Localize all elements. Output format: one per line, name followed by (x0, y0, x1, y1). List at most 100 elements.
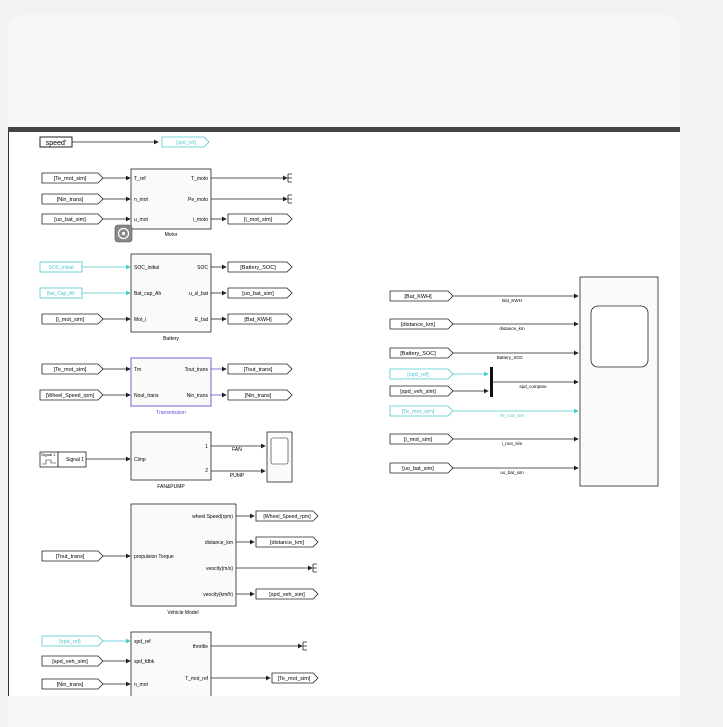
goto-block-spd-veh-sim[interactable]: [spd_veh_sim] (255, 588, 319, 600)
svg-text:T_moto: T_moto (191, 176, 208, 182)
constant-soc-initial[interactable]: SOC_initial (39, 261, 83, 273)
signal-builder-block[interactable]: Signal 1 Signal 1 (39, 451, 87, 468)
from-block-spd-veh-sim[interactable]: [spd_veh_sim] (41, 655, 104, 667)
svg-text:Nout_trans: Nout_trans (134, 393, 159, 399)
svg-text:[uo_bat_sim]: [uo_bat_sim] (242, 291, 274, 297)
svg-text:throttle: throttle (193, 644, 209, 650)
fan-pump-block[interactable]: Clmp 1 2 FAN&PUMP (130, 431, 212, 490)
svg-text:Nin_trans: Nin_trans (187, 393, 209, 399)
svg-text:veocity(km/h): veocity(km/h) (203, 592, 233, 598)
signal-label: distance_km (499, 326, 525, 331)
battery-block[interactable]: SOC_initial Bat_cap_Ah Mot_i SOC u_sl_ba… (130, 253, 212, 342)
terminator-icon (287, 194, 292, 204)
signal-label-pump: PUMP (230, 473, 245, 479)
svg-text:u_mot: u_mot (134, 217, 149, 223)
scope-from-battery-soc[interactable]: [Battery_SOC] (389, 347, 454, 359)
from-block-nin-trans[interactable]: [Nin_trans] (41, 193, 104, 205)
svg-text:Vehicle Model: Vehicle Model (167, 610, 198, 616)
signal-label: uo_bat_sim (500, 470, 524, 475)
svg-text:Tout_trans: Tout_trans (185, 367, 209, 373)
goto-block-tout-trans[interactable]: [Tout_trans] (227, 363, 293, 375)
svg-text:n_mot: n_mot (134, 682, 149, 688)
svg-text:SOC_initial: SOC_initial (134, 265, 159, 271)
svg-text:[uo_bat_sim]: [uo_bat_sim] (54, 217, 86, 223)
svg-text:i_moto: i_moto (193, 217, 208, 223)
svg-text:[distance_km]: [distance_km] (401, 322, 435, 328)
svg-text:[Nin_trans]: [Nin_trans] (245, 393, 272, 399)
scope-from-i-mot-sim[interactable]: [i_mot_sim] (389, 433, 454, 445)
goto-block-i-mot-sim[interactable]: [i_mot_sim] (227, 213, 293, 225)
svg-text:[i_mot_sim]: [i_mot_sim] (404, 437, 433, 443)
svg-text:Motor: Motor (165, 232, 178, 238)
transmission-block[interactable]: Tm Nout_trans Tout_trans Nin_trans Trans… (130, 357, 212, 416)
from-block-nin-trans-3[interactable]: [Nin_trans] (41, 678, 104, 690)
svg-text:Bat_Cap_Ah: Bat_Cap_Ah (47, 291, 76, 297)
svg-text:spd_ref: spd_ref (134, 639, 151, 645)
svg-text:[spd_ref]: [spd_ref] (59, 639, 81, 645)
simulink-diagram: speed' [spd_ref] [Te_mot_sim] [Nin_trans… (39, 136, 659, 696)
svg-text:[Wheel_Speed_rpm]: [Wheel_Speed_rpm] (46, 393, 95, 399)
goto-block-uo-bat-sim[interactable]: [uo_bat_sim] (227, 287, 293, 299)
from-block-tout-trans[interactable]: [Tout_trans] (41, 550, 104, 562)
scope-block-small[interactable] (266, 431, 293, 483)
svg-text:FAN&PUMP: FAN&PUMP (157, 484, 185, 490)
mux-block[interactable] (490, 367, 493, 397)
signal-label: Bat_KWH (502, 298, 522, 303)
svg-text:[Tout_trans]: [Tout_trans] (56, 554, 85, 560)
goto-block-bat-kwh[interactable]: [Bat_KWH] (227, 313, 293, 325)
canvas-left-border (8, 132, 9, 696)
from-block-speed[interactable]: speed' (39, 136, 73, 148)
svg-text:[Bat_KWH]: [Bat_KWH] (244, 317, 272, 323)
terminator-icon (287, 173, 292, 183)
svg-text:[Te_mot_sim]: [Te_mot_sim] (278, 676, 311, 682)
svg-text:[Tout_trans]: [Tout_trans] (244, 367, 273, 373)
svg-text:SOC: SOC (197, 265, 208, 271)
svg-text:Battery: Battery (163, 336, 179, 342)
goto-block-spd-ref[interactable]: [spd_ref] (161, 136, 210, 148)
from-block-spd-ref[interactable]: [spd_ref] (41, 635, 104, 647)
svg-text:T_mot_ref: T_mot_ref (185, 676, 208, 682)
svg-text:Pe_moto: Pe_moto (188, 197, 208, 203)
goto-block-battery-soc[interactable]: [Battery_SOC] (227, 261, 293, 273)
svg-text:2: 2 (205, 468, 208, 474)
svg-text:[i_mot_sim]: [i_mot_sim] (244, 217, 273, 223)
motor-block[interactable]: T_ref n_mot u_mot T_moto Pe_moto i_moto … (130, 168, 212, 238)
constant-bat-cap-ah[interactable]: Bat_Cap_Ah (39, 287, 83, 299)
scope-from-distance-km[interactable]: [distance_km] (389, 318, 454, 330)
svg-text:[Battery_SOC]: [Battery_SOC] (400, 351, 436, 357)
svg-text:1: 1 (205, 444, 208, 450)
from-block-i-mot-sim[interactable]: [i_mot_sim] (41, 313, 104, 325)
svg-text:[Battery_SOC]: [Battery_SOC] (240, 265, 276, 271)
controller-block[interactable]: spd_ref spd_fdbk n_mot throttle T_mot_re… (130, 631, 212, 696)
scope-from-uo-bat-sim[interactable]: [uo_bat_sim] (389, 462, 454, 474)
goto-block-wheel-speed[interactable]: [Wheel_Speed_rpm] (255, 510, 319, 522)
from-block-uo-bat-sim[interactable]: [uo_bat_sim] (41, 213, 104, 225)
goto-block-distance-km[interactable]: [distance_km] (255, 536, 319, 548)
scope-block-large[interactable] (579, 276, 659, 487)
svg-text:[spd_veh_sim]: [spd_veh_sim] (269, 592, 305, 598)
svg-text:n_mot: n_mot (134, 197, 149, 203)
from-block-te-mot-sim-2[interactable]: [Te_mot_sim] (41, 363, 104, 375)
scope-from-te-mot-sim[interactable]: [Te_mot_sim] (389, 405, 454, 417)
svg-text:speed': speed' (46, 140, 66, 147)
svg-text:[i_mot_sim]: [i_mot_sim] (56, 317, 85, 323)
from-block-wheel-speed[interactable]: [Wheel_Speed_rpm] (39, 389, 104, 401)
svg-text:Bat_cap_Ah: Bat_cap_Ah (134, 291, 161, 297)
scope-from-bat-kwh[interactable]: [Bat_KWH] (389, 290, 454, 302)
goto-block-nin-trans[interactable]: [Nin_trans] (227, 389, 293, 401)
svg-text:Clmp: Clmp (134, 457, 146, 463)
goto-block-te-mot-sim[interactable]: [Te_mot_sim] (271, 672, 319, 684)
vehicle-model-block[interactable]: propulsion Torque wheel Speed(rpm) dista… (130, 503, 237, 616)
svg-text:E_bat: E_bat (195, 317, 209, 323)
svg-text:[Te_mot_sim]: [Te_mot_sim] (54, 176, 87, 182)
from-block-te-mot-sim[interactable]: [Te_mot_sim] (41, 172, 104, 184)
svg-text:Signal 1: Signal 1 (41, 452, 56, 457)
scope-from-spd-veh-sim[interactable]: [spd_veh_sim] (389, 385, 454, 397)
model-canvas[interactable]: speed' [spd_ref] [Te_mot_sim] [Nin_trans… (8, 127, 680, 696)
signal-label: spd_compare (519, 384, 547, 389)
scope-from-spd-ref[interactable]: [spd_ref] (389, 368, 454, 380)
motor-badge-icon[interactable] (114, 224, 133, 243)
svg-text:u_sl_bat: u_sl_bat (189, 291, 209, 297)
terminator-icon (302, 641, 307, 651)
svg-text:[Bat_KWH]: [Bat_KWH] (404, 294, 432, 300)
